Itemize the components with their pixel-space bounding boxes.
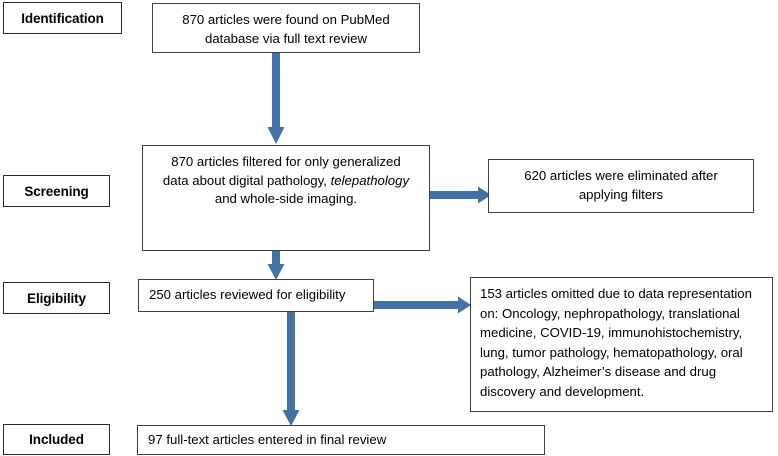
- omitted-line-1: 153 articles omitted due to data represe…: [480, 286, 752, 301]
- stage-label-identification-text: Identification: [21, 10, 104, 26]
- box-articles-reviewed-text: 250 articles reviewed for eligibility: [149, 287, 346, 303]
- arrow-filtered-to-reviewed: [266, 251, 286, 281]
- stage-label-included: Included: [3, 424, 110, 455]
- box-articles-filtered: 870 articles filtered for only generaliz…: [142, 145, 430, 251]
- stage-label-screening-text: Screening: [24, 183, 89, 199]
- box-articles-eliminated-text: 620 articles were eliminated after apply…: [524, 160, 718, 204]
- filtered-line-3: and whole-side imaging.: [214, 191, 358, 207]
- box-articles-omitted-text: 153 articles omitted due to data represe…: [471, 278, 772, 407]
- box-articles-included-final-text: 97 full-text articles entered in final r…: [148, 431, 387, 447]
- identified-line-1: 870 articles were found on PubMed: [182, 12, 390, 27]
- stage-label-screening: Screening: [3, 175, 110, 207]
- eliminated-line-1: 620 articles were eliminated after: [524, 168, 718, 183]
- box-articles-identified-text: 870 articles were found on PubMed databa…: [182, 4, 389, 48]
- box-articles-identified: 870 articles were found on PubMed databa…: [152, 3, 420, 53]
- filtered-line-2-pre: data about digital pathology,: [162, 172, 331, 188]
- box-articles-eliminated: 620 articles were eliminated after apply…: [488, 159, 754, 213]
- filtered-line-2-emphasis: telepathology: [330, 172, 410, 188]
- arrow-reviewed-to-omitted: [374, 295, 472, 315]
- identified-line-2: database via full text review: [205, 30, 367, 46]
- stage-label-identification: Identification: [3, 2, 122, 34]
- stage-label-eligibility: Eligibility: [3, 282, 110, 314]
- box-articles-omitted: 153 articles omitted due to data represe…: [470, 277, 773, 412]
- arrow-identified-to-filtered: [266, 53, 286, 145]
- omitted-line-3: medicine, COVID-19, immunohistochemistry…: [480, 325, 743, 341]
- arrow-filtered-to-excluded: [430, 185, 492, 205]
- filtered-line-1: 870 articles filtered for only generaliz…: [171, 154, 401, 169]
- eliminated-line-2: applying filters: [578, 186, 664, 202]
- omitted-line-5: pathology, Alzheimer’s disease and drug: [480, 364, 717, 380]
- arrow-reviewed-to-included: [281, 312, 301, 427]
- box-articles-reviewed: 250 articles reviewed for eligibility: [138, 279, 374, 312]
- omitted-line-4: lung, tumor pathology, hematopathology, …: [480, 344, 743, 360]
- omitted-line-2: on: Oncology, nephropathology, translati…: [480, 305, 740, 321]
- stage-label-included-text: Included: [29, 432, 84, 447]
- box-articles-included-final: 97 full-text articles entered in final r…: [137, 425, 545, 455]
- box-articles-filtered-text: 870 articles filtered for only generaliz…: [163, 146, 409, 209]
- omitted-line-6: discovery and development.: [480, 383, 645, 399]
- stage-label-eligibility-text: Eligibility: [27, 290, 86, 306]
